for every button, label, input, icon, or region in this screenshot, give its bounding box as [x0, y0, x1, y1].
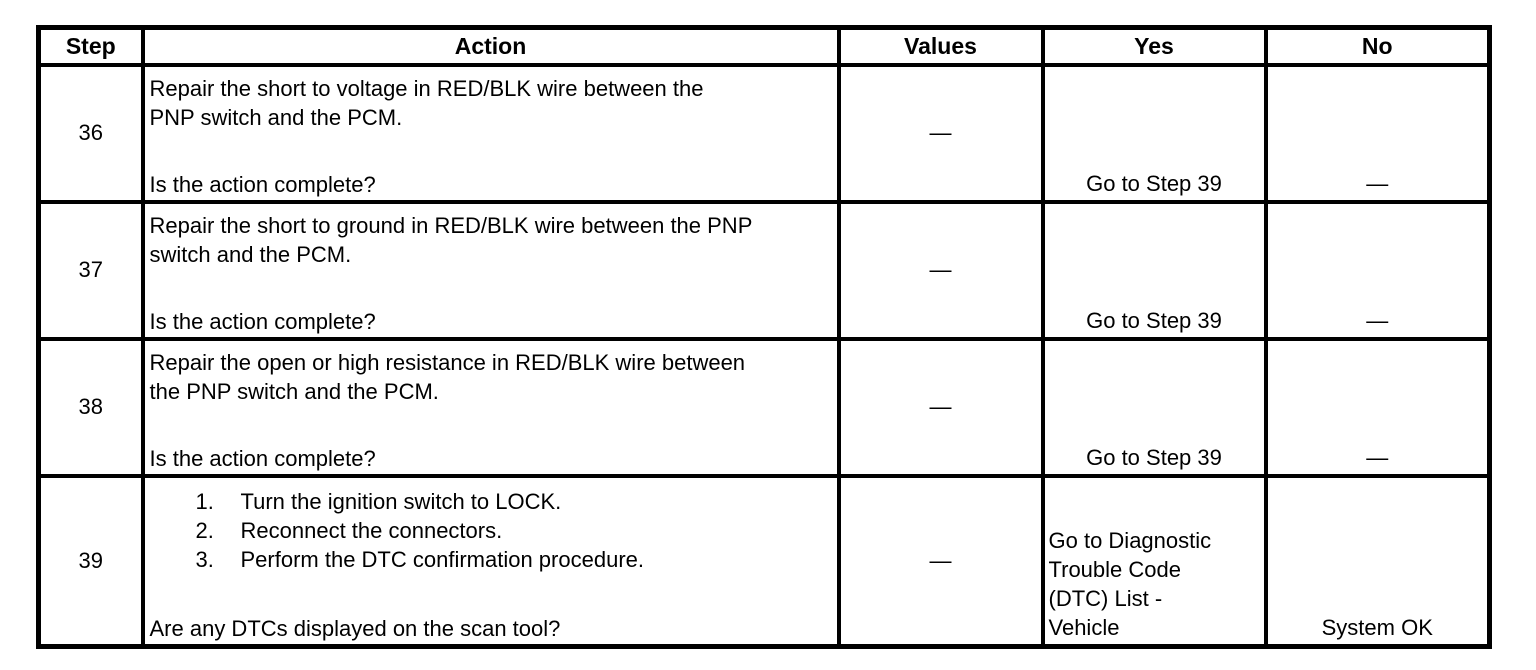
yes-cell: Go to Step 39 — [1040, 336, 1268, 478]
action-numbered-list: 1. Turn the ignition switch to LOCK. 2. … — [150, 485, 835, 574]
no-cell: — — [1263, 199, 1492, 341]
values-cell: — — [836, 199, 1045, 341]
step-number: 37 — [36, 199, 145, 341]
list-item: 3. Perform the DTC confirmation procedur… — [150, 545, 835, 574]
action-question: Is the action complete? — [149, 308, 376, 334]
col-header-no: No — [1263, 25, 1492, 67]
table-row-step-36: 36 Repair the short to voltage in RED/BL… — [36, 62, 1492, 204]
action-description: Repair the short to ground in RED/BLK wi… — [149, 212, 753, 267]
step-number: 36 — [36, 62, 145, 204]
yes-action: Go to Step 39 — [1086, 307, 1222, 333]
no-action: — — [1366, 307, 1389, 333]
no-action: System OK — [1321, 615, 1433, 640]
no-cell: — — [1263, 336, 1492, 478]
list-item-text: Reconnect the connectors. — [240, 517, 503, 543]
action-cell: 1. Turn the ignition switch to LOCK. 2. … — [140, 473, 841, 649]
list-item-text: Turn the ignition switch to LOCK. — [240, 488, 562, 514]
table-row-step-38: 38 Repair the open or high resistance in… — [36, 336, 1492, 478]
table-row-step-39: 39 1. Turn the ignition switch to LOCK. … — [36, 473, 1492, 649]
yes-action: Go to Step 39 — [1086, 170, 1222, 196]
step-number: 39 — [36, 473, 145, 649]
col-header-step: Step — [36, 25, 145, 67]
values-cell: — — [836, 62, 1045, 204]
action-cell: Repair the short to ground in RED/BLK wi… — [140, 199, 841, 341]
action-cell: Repair the short to voltage in RED/BLK w… — [140, 62, 841, 204]
diagnostic-steps-table: Step Action Values Yes No 36 Repair the … — [36, 25, 1492, 649]
action-description: Repair the open or high resistance in RE… — [149, 349, 746, 404]
values-cell: — — [836, 473, 1045, 649]
no-action: — — [1366, 444, 1389, 470]
no-cell: — — [1263, 62, 1492, 204]
col-header-values: Values — [836, 25, 1045, 67]
header-row: Step Action Values Yes No — [36, 25, 1492, 67]
list-item-number: 2. — [195, 517, 214, 543]
action-cell: Repair the open or high resistance in RE… — [140, 336, 841, 478]
no-action: — — [1366, 170, 1389, 196]
col-header-action: Action — [140, 25, 841, 67]
no-cell: System OK — [1263, 473, 1492, 649]
values-cell: — — [836, 336, 1045, 478]
diagnostic-table-wrapper: Step Action Values Yes No 36 Repair the … — [36, 25, 1492, 649]
list-item-number: 1. — [195, 488, 214, 514]
yes-cell: Go to Step 39 — [1040, 199, 1268, 341]
list-item: 2. Reconnect the connectors. — [150, 516, 835, 545]
yes-cell: Go to Step 39 — [1040, 62, 1268, 204]
action-question: Is the action complete? — [149, 445, 376, 471]
action-question: Are any DTCs displayed on the scan tool? — [149, 616, 561, 641]
action-question: Is the action complete? — [149, 171, 376, 197]
list-item-text: Perform the DTC confirmation procedure. — [240, 546, 645, 572]
list-item-number: 3. — [195, 546, 214, 572]
yes-cell: Go to Diagnostic Trouble Code (DTC) List… — [1040, 473, 1268, 649]
step-number: 38 — [36, 336, 145, 478]
col-header-yes: Yes — [1040, 25, 1268, 67]
table-row-step-37: 37 Repair the short to ground in RED/BLK… — [36, 199, 1492, 341]
yes-action: Go to Step 39 — [1086, 444, 1222, 470]
yes-action: Go to Diagnostic Trouble Code (DTC) List… — [1048, 528, 1212, 640]
action-description: Repair the short to voltage in RED/BLK w… — [149, 75, 704, 130]
list-item: 1. Turn the ignition switch to LOCK. — [150, 487, 835, 516]
